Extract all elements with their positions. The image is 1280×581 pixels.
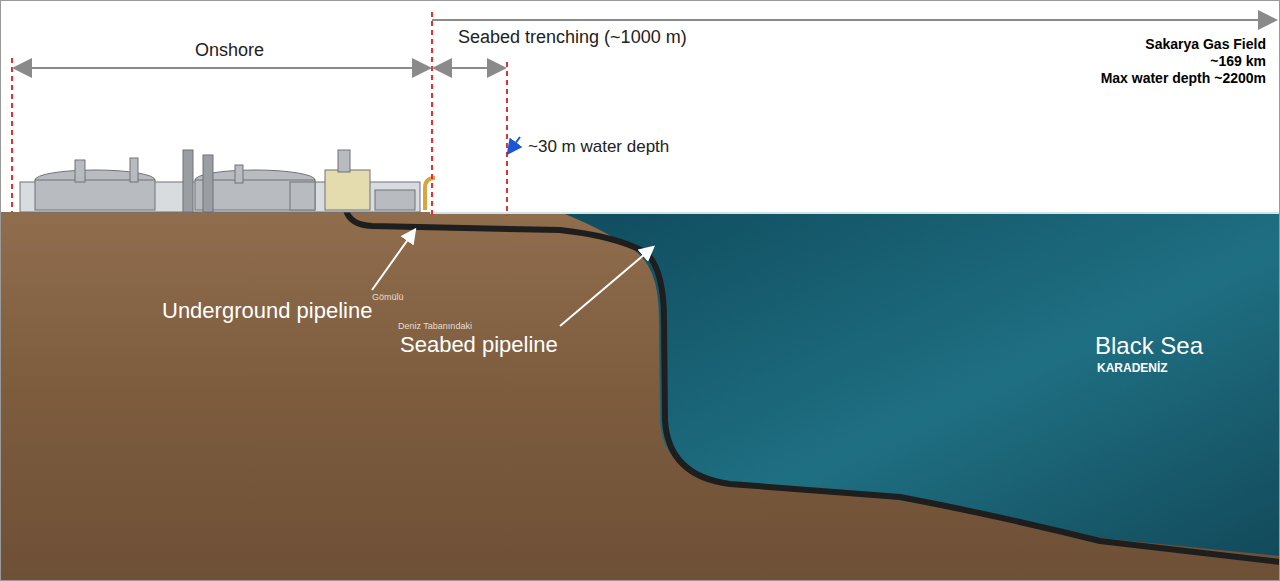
sea-name: Black Sea (1095, 332, 1203, 360)
pipeline-label: Underground pipeline (162, 298, 372, 323)
onshore-facility (20, 150, 420, 212)
section-label: Onshore (195, 40, 264, 61)
leader-line (372, 231, 414, 290)
field-name: Sakarya Gas Field (1145, 36, 1266, 52)
section-line (12, 12, 507, 218)
pipeline-label: Seabed pipeline (400, 332, 558, 357)
minor-label: Gömülü (372, 292, 404, 302)
section-label: Seabed trenching (~1000 m) (458, 27, 687, 48)
dimension-arrow (16, 20, 1274, 68)
sea-name: KARADENİZ (1097, 362, 1168, 376)
depth-label: Max water depth ~2200m (1101, 70, 1266, 86)
pipeline (346, 210, 1280, 562)
soil (0, 212, 1280, 581)
minor-label: Deniz Tabanındaki (398, 321, 472, 331)
distance-label: ~169 km (1210, 53, 1266, 69)
sea-surface (430, 212, 1280, 214)
depth-pointer (509, 137, 520, 152)
yellow-pipe (425, 178, 435, 210)
depth-label: ~30 m water depth (528, 137, 669, 157)
leader-line (560, 248, 652, 326)
black-sea-water (560, 212, 1280, 556)
